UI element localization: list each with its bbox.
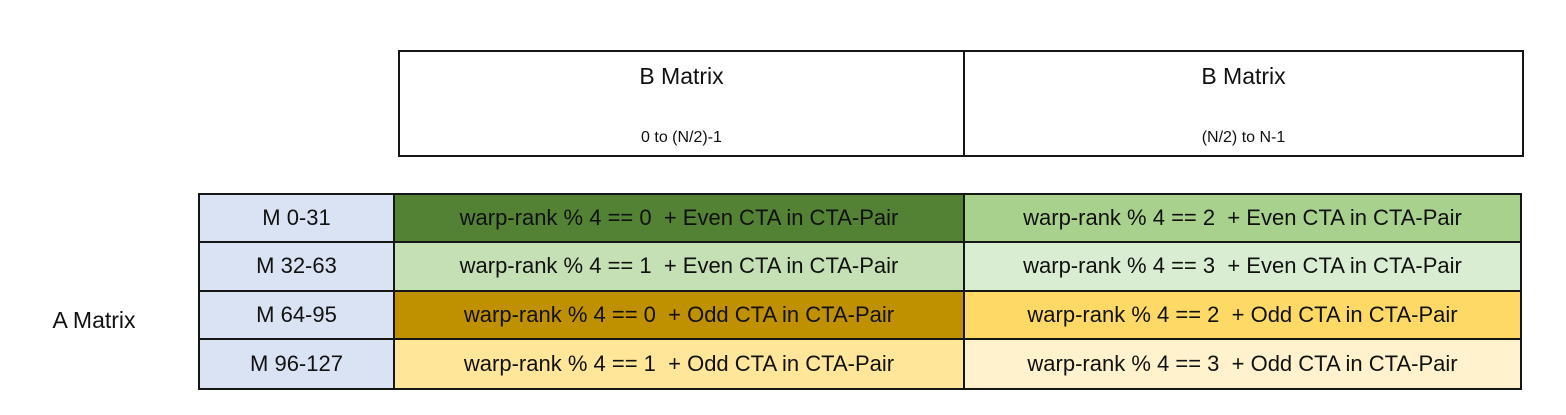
b-matrix-header-high-half: B Matrix (N/2) to N-1: [965, 52, 1522, 155]
a-matrix-label: A Matrix: [52, 307, 136, 333]
b-matrix-range: (N/2) to N-1: [1201, 129, 1286, 146]
warp-assignment-table: M 0-31 warp-rank % 4 == 0 + Even CTA in …: [198, 193, 1522, 390]
b-matrix-title: B Matrix: [639, 63, 724, 89]
m-range-cell: M 32-63: [200, 243, 395, 292]
warp-assignment-cell: warp-rank % 4 == 1 + Even CTA in CTA-Pai…: [395, 243, 965, 292]
b-matrix-header: B Matrix 0 to (N/2)-1 B Matrix (N/2) to …: [398, 50, 1524, 157]
warp-assignment-cell: warp-rank % 4 == 2 + Even CTA in CTA-Pai…: [965, 195, 1520, 244]
b-matrix-header-low-half: B Matrix 0 to (N/2)-1: [400, 52, 965, 155]
m-range-cell: M 64-95: [200, 291, 395, 340]
m-range-cell: M 0-31: [200, 195, 395, 244]
warp-assignment-cell: warp-rank % 4 == 0 + Odd CTA in CTA-Pair: [395, 291, 965, 340]
warp-assignment-cell: warp-rank % 4 == 2 + Odd CTA in CTA-Pair: [965, 291, 1520, 340]
b-matrix-title: B Matrix: [1201, 63, 1286, 89]
warp-assignment-cell: warp-rank % 4 == 3 + Even CTA in CTA-Pai…: [965, 243, 1520, 292]
m-range-cell: M 96-127: [200, 339, 395, 388]
warp-assignment-cell: warp-rank % 4 == 1 + Odd CTA in CTA-Pair: [395, 339, 965, 388]
b-matrix-range: 0 to (N/2)-1: [641, 129, 722, 146]
warp-assignment-cell: warp-rank % 4 == 3 + Odd CTA in CTA-Pair: [965, 339, 1520, 388]
warp-assignment-cell: warp-rank % 4 == 0 + Even CTA in CTA-Pai…: [395, 195, 965, 244]
